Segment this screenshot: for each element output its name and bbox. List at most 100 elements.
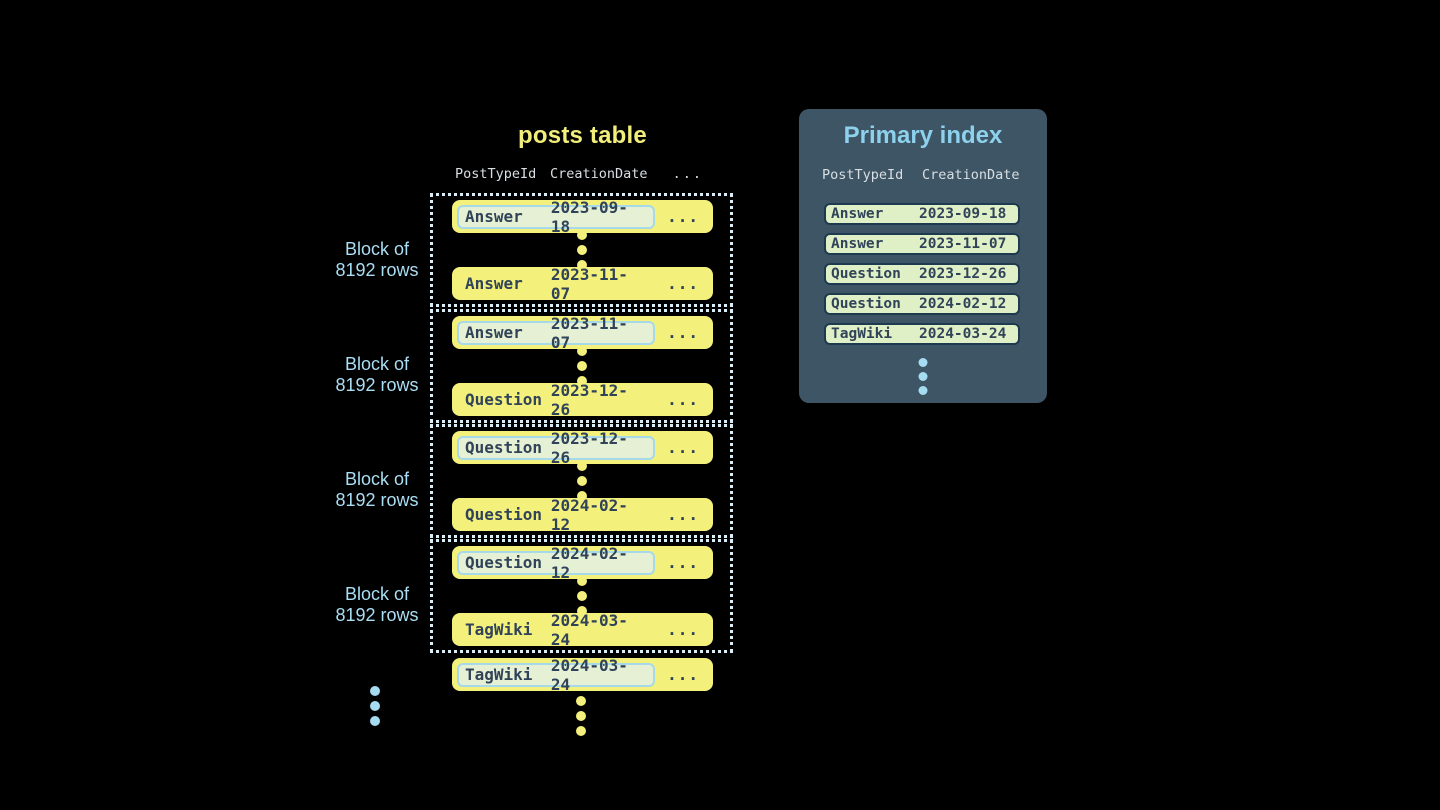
dot xyxy=(370,701,380,711)
dot xyxy=(576,591,587,601)
dot xyxy=(918,358,928,367)
row-block-2: Answer 2023-11-07 ... Question 2023-12-2… xyxy=(430,309,733,423)
posttypeid-value: Question xyxy=(831,296,901,312)
dot xyxy=(576,230,587,240)
posttypeid-value: Answer xyxy=(465,323,523,342)
primary-index-column-header: PostTypeId CreationDate xyxy=(822,167,1020,183)
posttypeid-value: Question xyxy=(465,390,543,409)
posts-table-column-header: PostTypeId CreationDate ... xyxy=(452,166,713,182)
table-row: Question 2023-12-26 ... xyxy=(452,381,713,419)
more-columns-ellipsis: ... xyxy=(672,166,703,182)
posttypeid-value: Answer xyxy=(831,206,884,222)
creationdate-value: 2024-02-12 xyxy=(919,296,1007,312)
block-label-line1: Block of xyxy=(344,584,410,604)
table-row: Answer 2023-11-07 ... xyxy=(452,314,713,352)
creationdate-value: 2023-11-07 xyxy=(550,313,628,352)
row-block-4: Question 2024-02-12 ... TagWiki 2024-03-… xyxy=(430,539,733,653)
vertical-ellipsis-dots xyxy=(576,461,587,501)
dot xyxy=(576,245,587,255)
row-cell: Question 2024-02-12 xyxy=(457,496,655,534)
block-label-line2: 8192 rows xyxy=(335,260,419,280)
dot xyxy=(370,716,380,726)
dot xyxy=(576,461,587,471)
index-row: Question 2024-02-12 xyxy=(824,293,1020,315)
block-label-4: Block of 8192 rows xyxy=(318,584,436,626)
index-row: Question 2023-12-26 xyxy=(824,263,1020,285)
indexed-key-highlight: Answer 2023-11-07 xyxy=(457,314,655,352)
table-row: Question 2024-02-12 ... xyxy=(452,496,713,534)
table-row: Question 2024-02-12 ... xyxy=(452,544,713,582)
indexed-key-highlight: Question 2023-12-26 xyxy=(457,429,655,467)
creationdate-value: 2023-09-18 xyxy=(550,197,628,236)
dot xyxy=(576,726,586,736)
row-cell: TagWiki 2024-03-24 xyxy=(457,611,655,649)
row-ellipsis: ... xyxy=(667,553,699,572)
block-label-line2: 8192 rows xyxy=(335,490,419,510)
posttypeid-value: Answer xyxy=(465,274,523,293)
table-row: Answer 2023-09-18 ... xyxy=(452,198,713,236)
row-ellipsis: ... xyxy=(667,390,699,409)
dot xyxy=(370,686,380,696)
indexed-key-highlight: TagWiki 2024-03-24 xyxy=(457,656,655,694)
more-rows-dots xyxy=(576,696,586,736)
block-label-3: Block of 8192 rows xyxy=(318,469,436,511)
creationdate-value: 2024-03-24 xyxy=(919,326,1007,342)
row-ellipsis: ... xyxy=(667,323,699,342)
posttypeid-value: Question xyxy=(465,553,543,572)
row-ellipsis: ... xyxy=(667,207,699,226)
posttypeid-value: Answer xyxy=(831,236,884,252)
creationdate-value: 2023-11-07 xyxy=(919,236,1007,252)
row-ellipsis: ... xyxy=(667,620,699,639)
posts-col-creationdate: CreationDate xyxy=(550,166,648,182)
row-ellipsis: ... xyxy=(667,505,699,524)
dot xyxy=(918,372,928,381)
posttypeid-value: Question xyxy=(465,505,543,524)
posts-col-posttypeid: PostTypeId xyxy=(455,166,537,182)
row-cell: Question 2023-12-26 xyxy=(457,381,655,419)
row-ellipsis: ... xyxy=(667,665,699,684)
more-blocks-dots xyxy=(370,686,380,726)
index-row: Answer 2023-11-07 xyxy=(824,233,1020,255)
indexed-key-highlight: Answer 2023-09-18 xyxy=(457,198,655,236)
table-row: Question 2023-12-26 ... xyxy=(452,429,713,467)
table-row: TagWiki 2024-03-24 ... xyxy=(452,611,713,649)
dot xyxy=(918,386,928,395)
creationdate-value: 2024-02-12 xyxy=(550,543,628,582)
vertical-ellipsis-dots xyxy=(576,230,587,270)
block-label-line2: 8192 rows xyxy=(335,605,419,625)
creationdate-value: 2023-12-26 xyxy=(919,266,1007,282)
posttypeid-value: Answer xyxy=(465,207,523,226)
dot xyxy=(576,361,587,371)
table-row: TagWiki 2024-03-24 ... xyxy=(452,656,713,694)
primary-index-panel: Primary index Answer 2023-09-18 Answer 2… xyxy=(799,109,1047,403)
dot xyxy=(576,476,587,486)
dot xyxy=(576,376,587,386)
posts-table-title: posts table xyxy=(518,122,647,149)
posttypeid-value: TagWiki xyxy=(831,326,893,342)
index-col-creationdate: CreationDate xyxy=(922,167,1020,183)
dot xyxy=(576,346,587,356)
block-label-line1: Block of xyxy=(344,469,410,489)
block-label-1: Block of 8192 rows xyxy=(318,239,436,281)
row-ellipsis: ... xyxy=(667,274,699,293)
creationdate-value: 2023-11-07 xyxy=(550,264,628,303)
dot xyxy=(576,491,587,501)
row-block-3: Question 2023-12-26 ... Question 2024-02… xyxy=(430,424,733,538)
index-col-posttypeid: PostTypeId xyxy=(822,167,904,183)
row-cell: Answer 2023-11-07 xyxy=(457,265,655,303)
vertical-ellipsis-dots xyxy=(576,576,587,616)
primary-index-title: Primary index xyxy=(843,122,1003,149)
vertical-ellipsis-dots xyxy=(576,346,587,386)
indexed-key-highlight: Question 2024-02-12 xyxy=(457,544,655,582)
row-ellipsis: ... xyxy=(667,438,699,457)
more-index-entries-dots xyxy=(918,358,928,395)
dot xyxy=(576,576,587,586)
creationdate-value: 2024-03-24 xyxy=(550,610,628,649)
primary-index-rows: Answer 2023-09-18 Answer 2023-11-07 Ques… xyxy=(824,203,1020,345)
creationdate-value: 2023-12-26 xyxy=(550,428,628,467)
block-label-line1: Block of xyxy=(344,354,410,374)
posttypeid-value: TagWiki xyxy=(465,620,533,639)
block-label-line1: Block of xyxy=(344,239,410,259)
index-row: TagWiki 2024-03-24 xyxy=(824,323,1020,345)
